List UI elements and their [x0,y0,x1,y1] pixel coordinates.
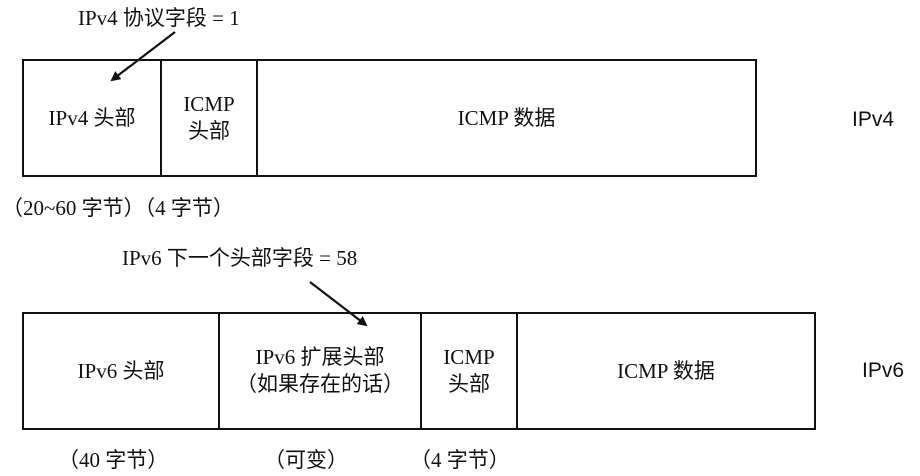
ipv6-icmp-header-label-2: 头部 [447,372,490,396]
ipv6-annotation-arrow [309,281,368,327]
ipv6-extension-header-cell: IPv6 扩展头部 （如果存在的话） [220,314,422,428]
ipv6-next-header-field-annotation: IPv6 下一个头部字段 = 58 [122,246,358,270]
ipv6-icmp-header-cell: ICMP 头部 [422,314,518,428]
ipv6-header-label: IPv6 头部 [77,358,165,383]
ipv4-icmp-data-cell: ICMP 数据 [258,61,755,175]
ipv4-header-cell: IPv4 头部 [24,61,162,175]
ipv4-header-label: IPv4 头部 [48,105,136,130]
ipv6-size-icmp: （4 字节） [410,448,510,472]
ipv6-icmp-data-cell: ICMP 数据 [518,314,814,428]
ipv6-size-header: （40 字节） [58,448,169,472]
ipv6-extension-header-label-1: IPv6 扩展头部 [255,345,385,369]
ipv6-extension-header-label-2: （如果存在的话） [236,372,404,396]
ipv4-protocol-field-annotation: IPv4 协议字段 = 1 [78,6,240,30]
ipv4-size-labels: （20~60 字节）（4 字节） [2,196,234,220]
ipv6-icmp-data-label: ICMP 数据 [617,358,715,383]
ipv6-size-extension: （可变） [264,448,348,472]
ipv4-annotation-arrow [110,31,176,82]
ipv4-side-label: IPv4 [852,108,895,131]
ipv4-icmp-header-label-1: ICMP [183,92,235,116]
ipv6-header-cell: IPv6 头部 [24,314,220,428]
ipv4-icmp-header-label-2: 头部 [187,119,230,143]
ipv4-icmp-header-cell: ICMP 头部 [162,61,258,175]
ipv4-icmp-data-label: ICMP 数据 [457,105,556,130]
ipv6-packet: IPv6 头部 IPv6 扩展头部 （如果存在的话） ICMP 头部 ICMP … [22,312,816,430]
ipv6-icmp-header-label-1: ICMP [443,345,495,369]
ipv6-side-label: IPv6 [862,359,905,382]
ipv4-packet: IPv4 头部 ICMP 头部 ICMP 数据 [22,59,757,177]
